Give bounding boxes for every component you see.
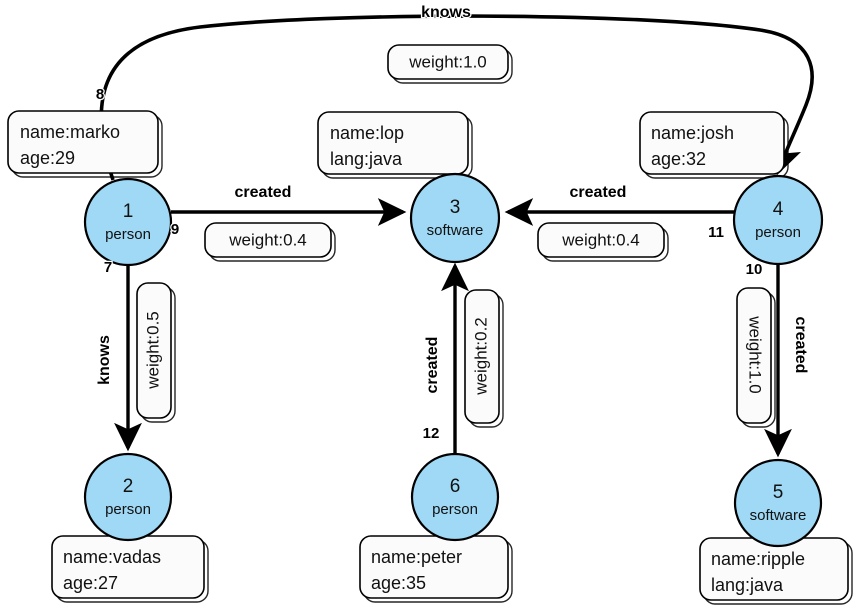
property-box-n4: name:josh age:32 <box>639 111 789 179</box>
edge-label-7: knows <box>96 335 113 385</box>
node-2-id: 2 <box>123 476 134 497</box>
edge-label-9: created <box>235 184 292 201</box>
weight-box-e10: weight:1.0 <box>736 287 776 428</box>
node-3-id: 3 <box>450 197 461 218</box>
weight-boxes-group: weight:1.0 weight:0.4 weight:0.4 weight:… <box>136 44 776 428</box>
prop-n1-line2: age:29 <box>20 148 75 168</box>
prop-n1-line1: name:marko <box>20 122 120 142</box>
property-box-n5: name:ripple lang:java <box>699 537 853 605</box>
node-1-circle[interactable] <box>83 177 173 267</box>
node-4-id: 4 <box>773 199 784 220</box>
prop-n3-line2: lang:java <box>330 149 403 169</box>
node-1[interactable]: 1 person <box>83 177 173 267</box>
weight-label-e9: weight:0.4 <box>228 230 307 249</box>
node-2[interactable]: 2 person <box>83 452 173 542</box>
node-5-circle[interactable] <box>733 458 823 548</box>
node-5[interactable]: 5 software <box>733 458 823 548</box>
prop-n3-line1: name:lop <box>330 123 404 143</box>
node-6[interactable]: 6 person <box>410 452 500 542</box>
property-box-n1: name:marko age:29 <box>7 110 163 178</box>
node-4[interactable]: 4 person <box>732 174 824 266</box>
node-4-label: person <box>755 224 801 241</box>
edge-id-9: 9 <box>171 221 179 238</box>
property-box-n6: name:peter age:35 <box>359 535 513 603</box>
node-1-label: person <box>105 226 151 243</box>
weight-box-e8: weight:1.0 <box>387 44 513 84</box>
prop-n5-line2: lang:java <box>711 575 784 595</box>
edge-id-11: 11 <box>708 224 724 241</box>
node-3-label: software <box>427 222 484 239</box>
node-1-id: 1 <box>123 201 134 222</box>
node-2-label: person <box>105 501 151 518</box>
prop-n2-line1: name:vadas <box>63 547 161 567</box>
edge-label-10: created <box>792 317 809 374</box>
property-boxes-group: name:marko age:29 name:lop lang:java nam… <box>7 110 853 605</box>
weight-label-e12: weight:0.2 <box>471 317 490 396</box>
weight-label-e8: weight:1.0 <box>408 52 487 71</box>
weight-box-e11: weight:0.4 <box>537 222 669 262</box>
edge-lines-group <box>99 14 814 458</box>
prop-n6-line2: age:35 <box>371 573 426 593</box>
prop-n4-line1: name:josh <box>651 123 734 143</box>
node-4-circle[interactable] <box>732 174 824 266</box>
node-6-circle[interactable] <box>410 452 500 542</box>
property-box-n2: name:vadas age:27 <box>51 535 209 603</box>
weight-box-e7: weight:0.5 <box>136 282 176 423</box>
node-5-label: software <box>750 507 807 524</box>
weight-label-e7: weight:0.5 <box>143 311 162 390</box>
prop-n2-line2: age:27 <box>63 573 118 593</box>
edge-id-10: 10 <box>746 261 763 278</box>
weight-box-e9: weight:0.4 <box>204 222 336 262</box>
property-box-n3: name:lop lang:java <box>317 111 473 179</box>
node-3[interactable]: 3 software <box>409 172 501 264</box>
node-6-label: person <box>432 501 478 518</box>
nodes-group: 1 person 3 software 4 person 2 person 6 <box>83 172 824 548</box>
node-6-id: 6 <box>450 476 461 497</box>
edge-id-12: 12 <box>423 425 440 442</box>
node-3-circle[interactable] <box>409 172 501 264</box>
weight-box-e12: weight:0.2 <box>464 289 504 428</box>
edge-id-7: 7 <box>104 259 112 276</box>
edge-path-8[interactable] <box>99 14 814 181</box>
node-2-circle[interactable] <box>83 452 173 542</box>
weight-label-e11: weight:0.4 <box>561 230 640 249</box>
prop-n4-line2: age:32 <box>651 149 706 169</box>
edge-label-12: created <box>424 337 441 394</box>
prop-n5-line1: name:ripple <box>711 549 805 569</box>
node-5-id: 5 <box>773 482 784 503</box>
edge-labels-group: knows 8 created 9 knows 7 created 11 cre… <box>95 3 810 443</box>
edge-label-11: created <box>570 184 627 201</box>
prop-n6-line1: name:peter <box>371 547 462 567</box>
edge-id-8: 8 <box>96 86 104 103</box>
weight-label-e10: weight:1.0 <box>746 315 765 394</box>
edge-label-8: knows <box>421 4 471 21</box>
